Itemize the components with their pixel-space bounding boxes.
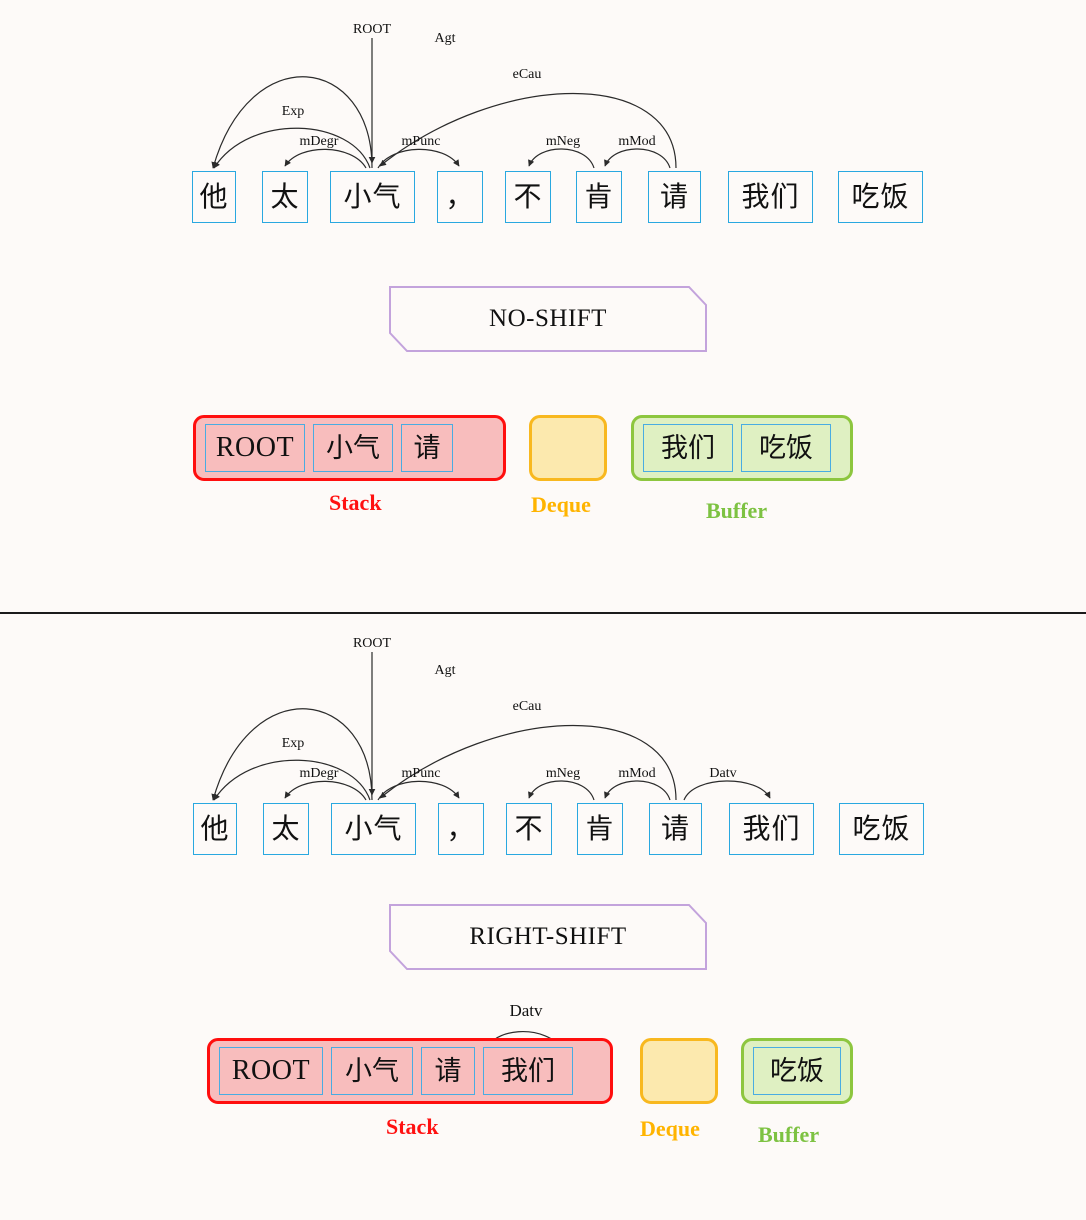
action-box-shape bbox=[389, 286, 707, 352]
stack-cell[interactable]: 小气 bbox=[313, 424, 393, 472]
arc-label-mneg-top: mNeg bbox=[546, 134, 580, 149]
buffer-label-bottom: Buffer bbox=[758, 1122, 820, 1147]
stack-cell[interactable]: 我们 bbox=[483, 1047, 573, 1095]
sentence-word-box[interactable]: 吃饭 bbox=[839, 803, 924, 855]
arc-ecau-bottom bbox=[379, 725, 677, 801]
arc-label-ecau-bottom: eCau bbox=[513, 699, 542, 714]
arc-mmod-bottom bbox=[604, 780, 671, 801]
sentence-word-box[interactable]: 肯 bbox=[576, 171, 622, 223]
sentence-word-box[interactable]: 小气 bbox=[331, 803, 416, 855]
arc-mdegr-bottom bbox=[284, 780, 367, 801]
sentence-word-box[interactable]: 我们 bbox=[728, 171, 813, 223]
sentence-word-box[interactable]: ， bbox=[437, 171, 483, 223]
stack-cell[interactable]: ROOT bbox=[205, 424, 305, 472]
dependency-arcs-svg-bottom: ROOT Agt Exp mDegr mPunc eCau mNeg mMod … bbox=[211, 636, 771, 801]
stack-container-top[interactable]: ROOT 小气 请 bbox=[193, 415, 506, 481]
dependency-tree-bottom: ROOT Agt Exp mDegr mPunc eCau mNeg mMod … bbox=[0, 614, 1086, 855]
sentence-word-box[interactable]: 太 bbox=[263, 803, 309, 855]
dependency-arcs-svg-top: ROOT Agt Exp mDegr mPunc eCau mNeg mMod bbox=[211, 22, 677, 169]
arc-label-datv-bottom: Datv bbox=[709, 766, 736, 781]
arc-label-mpunc-top: mPunc bbox=[402, 134, 441, 149]
root-label-bottom: ROOT bbox=[353, 636, 392, 651]
buffer-cell[interactable]: 吃饭 bbox=[753, 1047, 841, 1095]
action-box-right-shift[interactable]: RIGHT-SHIFT bbox=[389, 904, 707, 970]
arc-ecau-top bbox=[379, 93, 677, 169]
sentence-word-box[interactable]: 太 bbox=[262, 171, 308, 223]
arc-label-agt-bottom: Agt bbox=[435, 663, 456, 678]
sentence-word-box[interactable]: 吃饭 bbox=[838, 171, 923, 223]
stack-label-top: Stack bbox=[329, 490, 382, 515]
arc-exp-top bbox=[213, 127, 371, 169]
stack-cell[interactable]: ROOT bbox=[219, 1047, 323, 1095]
deque-label-top: Deque bbox=[531, 492, 591, 517]
arc-agt-bottom bbox=[211, 708, 373, 801]
buffer-cell[interactable]: 吃饭 bbox=[741, 424, 831, 472]
arc-label-ecau-top: eCau bbox=[513, 67, 542, 82]
sentence-word-box[interactable]: 请 bbox=[648, 171, 701, 223]
arc-label-mdegr-top: mDegr bbox=[300, 134, 339, 149]
arc-label-mpunc-bottom: mPunc bbox=[402, 766, 441, 781]
deque-label-bottom: Deque bbox=[640, 1116, 700, 1141]
arc-mneg-top bbox=[528, 148, 595, 169]
root-label-top: ROOT bbox=[353, 22, 392, 37]
arc-exp-bottom bbox=[213, 759, 371, 801]
stack-label-bottom: Stack bbox=[386, 1114, 439, 1139]
sentence-word-box[interactable]: 不 bbox=[505, 171, 551, 223]
sentence-word-box[interactable]: 他 bbox=[193, 803, 237, 855]
arc-label-mneg-bottom: mNeg bbox=[546, 766, 580, 781]
dependency-tree-top: ROOT Agt Exp mDegr mPunc eCau mNeg mMod … bbox=[0, 0, 1086, 240]
sentence-word-box[interactable]: 请 bbox=[649, 803, 702, 855]
arc-label-exp-bottom: Exp bbox=[282, 736, 305, 751]
arc-label-mdegr-bottom: mDegr bbox=[300, 766, 339, 781]
sentence-word-box[interactable]: 肯 bbox=[577, 803, 623, 855]
action-box-shape bbox=[389, 904, 707, 970]
stack-cell[interactable]: 请 bbox=[421, 1047, 475, 1095]
transition-step-panel-top: ROOT Agt Exp mDegr mPunc eCau mNeg mMod … bbox=[0, 0, 1086, 523]
deque-container-bottom[interactable] bbox=[640, 1038, 718, 1104]
stack-datv-label: Datv bbox=[509, 1001, 543, 1020]
arc-mmod-top bbox=[604, 148, 671, 169]
action-box-no-shift[interactable]: NO-SHIFT bbox=[389, 286, 707, 352]
arc-label-exp-top: Exp bbox=[282, 104, 305, 119]
deque-container-top[interactable] bbox=[529, 415, 607, 481]
buffer-container-bottom[interactable]: 吃饭 bbox=[741, 1038, 853, 1104]
sentence-word-box[interactable]: 我们 bbox=[729, 803, 814, 855]
arc-label-mmod-top: mMod bbox=[618, 134, 655, 149]
stack-container-bottom[interactable]: ROOT 小气 请 我们 bbox=[207, 1038, 613, 1104]
action-label: RIGHT-SHIFT bbox=[469, 923, 627, 950]
arc-label-agt-top: Agt bbox=[435, 31, 456, 46]
stack-cell[interactable]: 请 bbox=[401, 424, 453, 472]
transition-step-panel-bottom: ROOT Agt Exp mDegr mPunc eCau mNeg mMod … bbox=[0, 614, 1086, 1220]
buffer-cell[interactable]: 我们 bbox=[643, 424, 733, 472]
buffer-container-top[interactable]: 我们 吃饭 bbox=[631, 415, 853, 481]
arc-mdegr-top bbox=[284, 148, 367, 169]
sentence-word-box[interactable]: ， bbox=[438, 803, 484, 855]
arc-label-mmod-bottom: mMod bbox=[618, 766, 655, 781]
arc-agt-top bbox=[211, 76, 373, 169]
action-label: NO-SHIFT bbox=[489, 305, 607, 332]
buffer-label-top: Buffer bbox=[706, 498, 768, 523]
arc-datv-bottom bbox=[683, 780, 771, 801]
stack-cell[interactable]: 小气 bbox=[331, 1047, 413, 1095]
sentence-word-box[interactable]: 不 bbox=[506, 803, 552, 855]
sentence-word-box[interactable]: 小气 bbox=[330, 171, 415, 223]
arc-mneg-bottom bbox=[528, 780, 595, 801]
sentence-word-box[interactable]: 他 bbox=[192, 171, 236, 223]
panel-divider bbox=[0, 612, 1086, 614]
